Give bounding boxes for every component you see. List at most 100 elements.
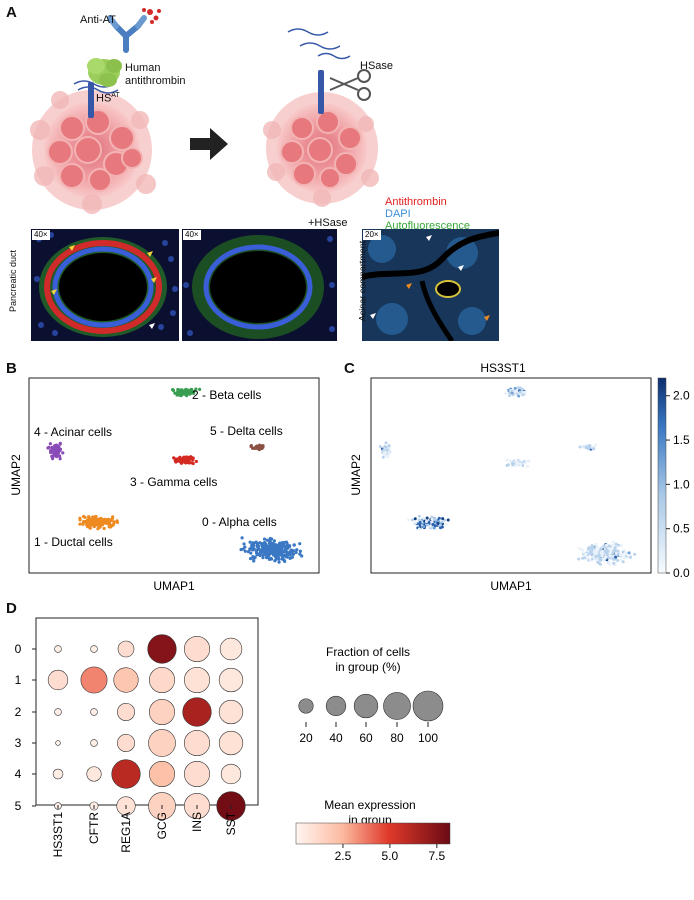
expression-point (383, 454, 387, 458)
expression-point (436, 522, 440, 526)
dotplot-dot (80, 666, 108, 694)
dotplot-dot (117, 734, 135, 752)
umap-b-ylabel: UMAP2 (9, 454, 23, 496)
hs-stalk-right (318, 70, 324, 114)
expression-point (384, 441, 388, 445)
cluster-point (102, 526, 106, 531)
scissors-icon (329, 69, 371, 101)
cluster-label-4: 4 - Acinar cells (34, 425, 112, 439)
cluster-point (58, 457, 62, 461)
cluster-point (85, 522, 89, 527)
panel-label-d: D (6, 600, 17, 617)
cluster-point (182, 392, 187, 396)
dotplot-gene-label: SST (224, 811, 238, 835)
size-legend-label: 20 (299, 731, 313, 745)
cluster-point (189, 391, 193, 395)
dotplot-dot (117, 703, 135, 721)
dotplot-dot (117, 640, 135, 658)
cluster-point (171, 388, 175, 392)
cluster-point (279, 552, 283, 556)
cluster-point (287, 545, 291, 549)
expression-point (616, 549, 620, 553)
expression-point (519, 462, 523, 466)
dotplot-dot (182, 697, 212, 727)
expression-point (607, 561, 611, 565)
micrograph-duct: 40× (31, 229, 179, 341)
cluster-point (50, 446, 54, 450)
expression-point (611, 540, 615, 544)
hs3st1-colorbar (657, 377, 667, 574)
cluster-point (194, 459, 198, 464)
cluster-point (261, 556, 265, 560)
expression-point (383, 444, 387, 448)
cluster-point (273, 548, 278, 552)
umap-c-title: HS3ST1 (480, 361, 526, 375)
expression-point (430, 517, 434, 521)
expression-point (609, 549, 613, 553)
expression-point (386, 455, 390, 459)
expression-point (516, 386, 520, 390)
dotplot-group-label: 1 (15, 673, 22, 687)
expression-point (425, 516, 429, 520)
cluster-point (88, 526, 92, 530)
cluster-point (282, 543, 286, 547)
dotplot-dot (52, 768, 64, 780)
cluster-point (100, 523, 105, 527)
cluster-point (252, 544, 256, 548)
cluster-point (287, 552, 291, 556)
expression-point (633, 552, 637, 556)
expression-point (598, 562, 602, 566)
expression-point (590, 549, 594, 553)
dotplot-group-label: 4 (15, 767, 22, 781)
cluster-point (298, 542, 302, 546)
umap-b-xlabel: UMAP1 (153, 579, 195, 593)
expression-point (584, 445, 588, 449)
cluster-point (263, 540, 267, 545)
expression-point (595, 549, 599, 553)
dotplot-dot (148, 729, 176, 757)
antithrombin-blob (87, 58, 122, 87)
cluster-point (255, 551, 259, 555)
expression-point (611, 557, 615, 561)
cluster-point (282, 558, 286, 562)
dotplot-dot (90, 708, 98, 716)
cluster-point (58, 454, 62, 458)
dotplot-dot (183, 666, 211, 694)
acinar-compartment-label: Acinar compartment (357, 240, 368, 322)
cluster-point (262, 552, 266, 557)
dotplot-group-label: 0 (15, 642, 22, 656)
cluster-point (277, 545, 281, 549)
expression-point (624, 551, 628, 555)
expression-point (628, 555, 632, 559)
dotplot-dot (54, 645, 62, 653)
expression-point (514, 389, 518, 393)
anti-at-label: Anti-AT (80, 14, 116, 26)
cluster-point (87, 515, 91, 519)
cluster-point (258, 444, 262, 448)
expression-point (518, 390, 522, 394)
cluster-point (276, 556, 281, 560)
dotplot-gene-label: INS (190, 812, 204, 832)
expression-point (612, 561, 616, 565)
expression-point (619, 544, 623, 548)
cluster-point (105, 522, 110, 526)
cluster-point (108, 523, 112, 528)
colorbar-tick-label: 0.5 (673, 522, 690, 536)
cluster-point (242, 542, 246, 546)
magnification-40x-a: 40× (32, 230, 50, 240)
magnification-40x-b: 40× (183, 230, 201, 240)
expression-point (619, 553, 623, 557)
expression-point (614, 555, 618, 559)
expression-point (587, 546, 591, 550)
cluster-point (91, 519, 96, 523)
panel-label-a: A (6, 4, 17, 21)
expression-point (617, 543, 621, 547)
expression-point (508, 459, 512, 463)
hs-at-label: HSAT (96, 92, 120, 105)
expression-point (505, 464, 509, 468)
expression-point (616, 552, 620, 556)
cluster-point (282, 540, 286, 545)
cluster-point (78, 518, 82, 522)
size-legend-title-2: in group (%) (335, 660, 400, 674)
size-legend-label: 60 (359, 731, 373, 745)
